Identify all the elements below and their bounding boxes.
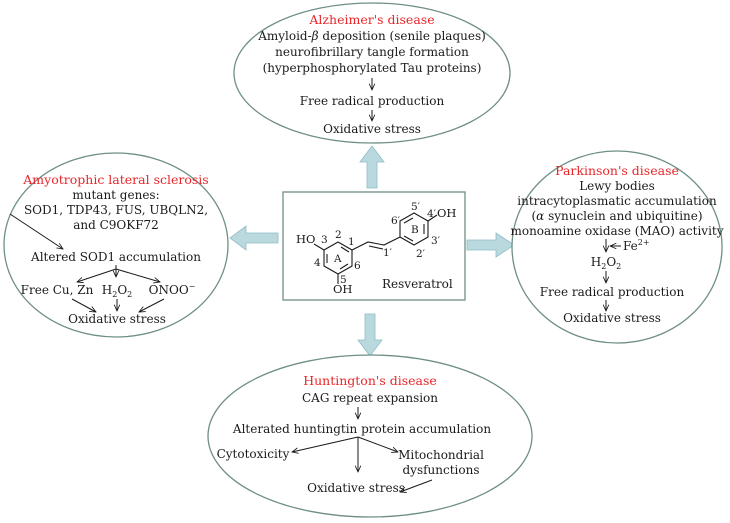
alzheimers-line4: Free radical production	[300, 94, 445, 108]
parkinsons-fe: Fe2+	[623, 238, 650, 253]
als-oxidative: Oxidative stress	[68, 312, 166, 326]
parkinsons-ellipse	[511, 150, 723, 344]
ring-b-double-3	[403, 235, 414, 242]
parkinsons-line1: Lewy bodies	[579, 179, 655, 193]
bond-ho-a	[313, 243, 325, 251]
als-h2o2: H2O2	[102, 283, 133, 299]
atom-4: 4	[314, 257, 321, 269]
als-free-cu: Free Cu, Zn	[21, 283, 94, 297]
atom-5p: 5′	[411, 201, 421, 213]
als-line4: Altered SOD1 accumulation	[30, 250, 201, 264]
huntingtons-line1: CAG repeat expansion	[302, 391, 438, 405]
arrow-up-to-alzheimers	[359, 145, 385, 189]
arrow-right-to-parkinsons	[466, 232, 515, 258]
resveratrol-box	[282, 191, 466, 301]
resveratrol-ho: HO	[296, 232, 315, 246]
parkinsons-line2: intracytoplasmatic accumulation	[517, 194, 717, 208]
alzheimers-line3: (hyperphosphorylated Tau proteins)	[263, 61, 482, 75]
als-onoo: ONOO−	[149, 282, 196, 297]
als-line3: and C9OKF72	[73, 218, 159, 232]
ring-a-double-3	[339, 263, 349, 270]
ring-b-label: B	[411, 224, 419, 236]
huntingtons-title: Huntington's disease	[303, 373, 437, 388]
atom-6: 6	[354, 260, 361, 272]
parkinsons-h2o2: H2O2	[591, 255, 622, 271]
atom-2: 2	[335, 229, 342, 241]
als-ellipse	[3, 152, 229, 338]
atom-3p: 3′	[431, 235, 441, 247]
parkinsons-line4: monoamine oxidase (MAO) activity	[510, 224, 723, 238]
parkinsons-line6: Free radical production	[540, 285, 685, 299]
atom-1: 1	[348, 236, 355, 248]
arrow-left-to-als	[229, 225, 279, 251]
ring-b-double-1	[403, 217, 414, 224]
huntingtons-branch-left	[292, 436, 359, 452]
alzheimers-title: Alzheimer's disease	[308, 12, 434, 27]
parkinsons-line7: Oxidative stress	[563, 311, 661, 325]
atom-1p: 1′	[383, 247, 393, 259]
als-node: Amyotrophic lateral sclerosis mutant gen…	[3, 152, 229, 338]
huntingtons-ellipse	[207, 354, 533, 518]
resveratrol-oh-b: OH	[437, 206, 456, 220]
alzheimers-node: Alzheimer's disease Amyloid-β deposition…	[233, 2, 511, 144]
huntingtons-branch-right	[357, 436, 398, 452]
als-conv-left	[71, 298, 96, 312]
parkinsons-node: Parkinson's disease Lewy bodies intracyt…	[510, 150, 724, 344]
atom-3: 3	[321, 234, 328, 246]
atom-6p: 6′	[391, 215, 401, 227]
ring-a-double-1	[340, 246, 350, 253]
alzheimers-ellipse	[233, 2, 511, 144]
resveratrol-node: HO OH OH A B 3 2 1 4 5 6 1′ 2′ 3′ 4′ 5′ …	[282, 191, 466, 301]
als-arrow-right	[115, 268, 160, 282]
als-diag-arrow	[9, 213, 63, 249]
arrow-down-to-huntingtons	[357, 313, 383, 357]
alzheimers-line2: neurofibrillary tangle formation	[275, 45, 469, 59]
huntingtons-oxidative: Oxidative stress	[307, 481, 405, 495]
atom-5: 5	[340, 274, 347, 286]
huntingtons-node: Huntington's disease CAG repeat expansio…	[207, 354, 533, 518]
alzheimers-line1: Amyloid-β deposition (senile plaques)	[257, 29, 486, 43]
parkinsons-title: Parkinson's disease	[555, 163, 679, 178]
huntingtons-mito1: Mitochondrial	[398, 448, 484, 462]
huntingtons-mito2: dysfunctions	[402, 463, 479, 477]
vinyl-bridge	[351, 236, 401, 251]
bond-oh-b	[427, 214, 438, 222]
resveratrol-oh-a: OH	[333, 282, 352, 296]
als-title: Amyotrophic lateral sclerosis	[22, 172, 208, 187]
atom-4p: 4′	[427, 208, 437, 220]
als-line2: SOD1, TDP43, FUS, UBQLN2,	[24, 203, 208, 217]
als-conv-right	[139, 298, 165, 312]
alzheimers-line5: Oxidative stress	[323, 122, 421, 136]
resveratrol-label: Resveratrol	[382, 277, 453, 291]
atom-2p: 2′	[416, 248, 426, 260]
als-arrow-left	[77, 268, 117, 282]
parkinsons-line3: (α synuclein and ubiquitine)	[531, 209, 702, 223]
vinyl-double	[368, 245, 384, 250]
huntingtons-cytotoxicity: Cytotoxicity	[217, 447, 290, 461]
huntingtons-line2: Alterated huntingtin protein accumulatio…	[232, 422, 491, 436]
ring-a-label: A	[333, 253, 342, 265]
huntingtons-mito-arrow	[400, 479, 433, 492]
als-line1: mutant genes:	[72, 188, 159, 202]
